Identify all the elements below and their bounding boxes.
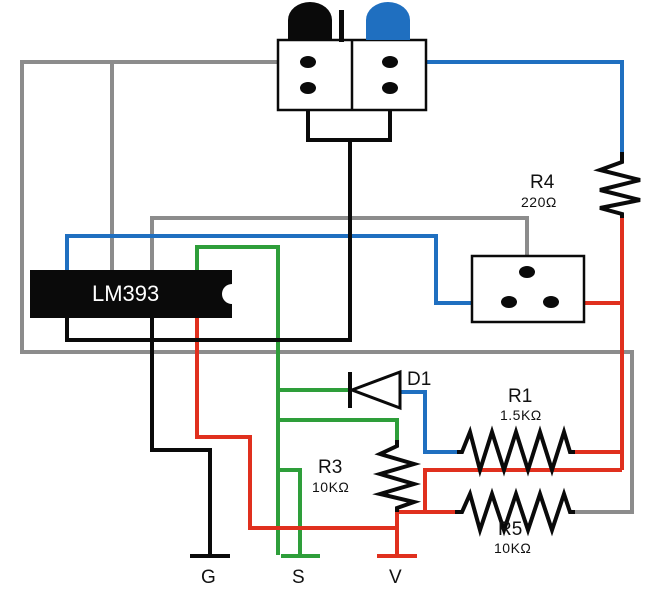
blue-wire-led-to-r4 bbox=[400, 60, 624, 152]
lm393-body bbox=[30, 270, 232, 318]
gray-wire-transistor-top bbox=[150, 216, 529, 270]
terminal-g: G bbox=[190, 554, 230, 588]
gray-wire-inner bbox=[110, 60, 278, 270]
r3-value: 10KΩ bbox=[312, 479, 349, 495]
gray-wire-outer-loop bbox=[20, 60, 634, 514]
blue-wire-d1-to-r1 bbox=[400, 390, 457, 454]
terminal-v: V bbox=[377, 554, 417, 588]
resistor-r1: R1 1.5KΩ bbox=[457, 386, 575, 478]
transistor-body bbox=[470, 254, 586, 324]
terminal-s: S bbox=[281, 554, 320, 588]
r1-value: 1.5KΩ bbox=[500, 407, 542, 423]
resistor-r4: R4 220Ω bbox=[521, 152, 641, 218]
led-pin bbox=[382, 82, 398, 94]
green-wire-ic-top bbox=[195, 245, 280, 555]
led-black-dome bbox=[288, 2, 332, 40]
resistor-r3: R3 10KΩ bbox=[312, 440, 422, 512]
black-wire-ic-to-g bbox=[150, 318, 212, 555]
red-wire-r5-junction bbox=[423, 468, 622, 514]
led-pin bbox=[300, 82, 316, 94]
black-wire-led-to-ic bbox=[65, 140, 352, 342]
gray-wires bbox=[20, 60, 634, 514]
blue-wires bbox=[65, 60, 624, 454]
red-wire-ic-loop bbox=[195, 318, 399, 530]
green-wire-s-down bbox=[278, 468, 302, 555]
led-pin bbox=[300, 56, 316, 68]
red-wires bbox=[195, 218, 624, 555]
led-pin bbox=[382, 56, 398, 68]
led-pair bbox=[276, 2, 428, 112]
terminal-g-label: G bbox=[201, 567, 216, 588]
transistor-pin bbox=[543, 296, 559, 308]
transistor-pin bbox=[519, 266, 535, 278]
r5-name: R5 bbox=[498, 519, 522, 540]
led-blue-dome bbox=[366, 2, 410, 40]
diode-d1: D1 bbox=[347, 369, 431, 411]
r5-value: 10KΩ bbox=[494, 540, 531, 556]
blue-wire-ic-to-transistor bbox=[65, 234, 488, 305]
black-wire-led-bridge bbox=[306, 106, 392, 142]
terminal-s-label: S bbox=[292, 567, 305, 588]
transistor-pin bbox=[501, 296, 517, 308]
r4-name: R4 bbox=[530, 172, 555, 193]
lm393-label: LM393 bbox=[92, 281, 159, 306]
terminal-v-label: V bbox=[389, 567, 402, 588]
lm393-chip: LM393 bbox=[30, 270, 232, 318]
r3-name: R3 bbox=[318, 457, 342, 478]
d1-label: D1 bbox=[407, 369, 431, 390]
r1-name: R1 bbox=[508, 386, 532, 407]
green-wire-r3 bbox=[278, 418, 399, 440]
green-wires bbox=[195, 245, 399, 555]
black-wires bbox=[65, 106, 392, 555]
transistor bbox=[470, 254, 586, 324]
r4-value: 220Ω bbox=[521, 194, 557, 210]
resistor-r5: R5 10KΩ bbox=[455, 487, 575, 556]
